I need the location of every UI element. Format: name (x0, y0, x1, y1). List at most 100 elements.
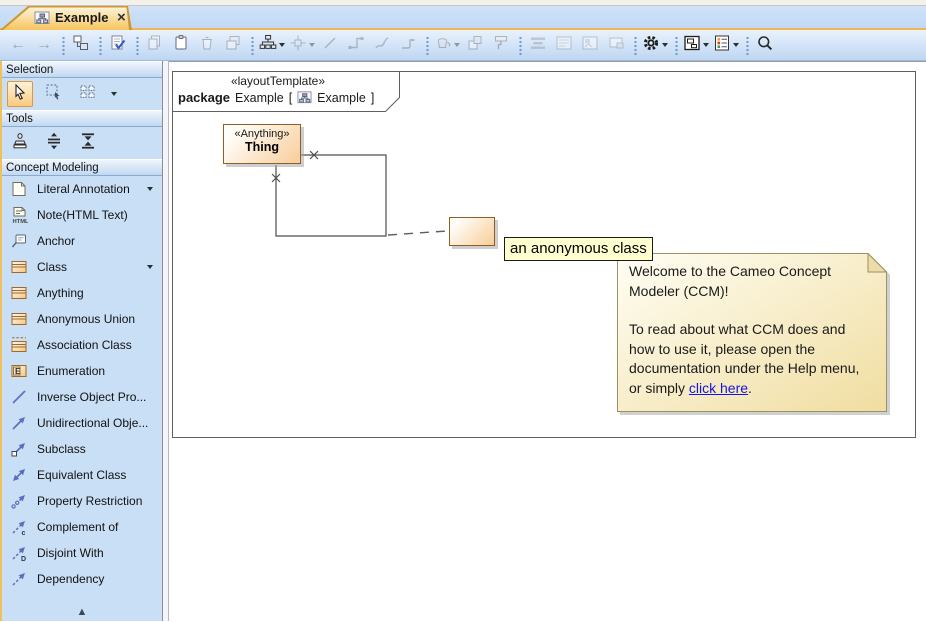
options-gear-button[interactable] (640, 33, 670, 57)
anonymous-class-label[interactable]: an anonymous class (504, 237, 653, 261)
palette-item-anything[interactable]: Anything (2, 280, 162, 306)
diagram-canvas[interactable]: «layoutTemplate» package Example [ Examp… (169, 61, 926, 621)
palette-item-dependency[interactable]: Dependency (2, 566, 162, 592)
palette-item-inverse-object-property[interactable]: Inverse Object Pro... (2, 384, 162, 410)
frame-header[interactable]: «layoutTemplate» package Example [ Examp… (172, 71, 401, 112)
bring-to-front-button[interactable] (462, 33, 488, 57)
window-top-strip (0, 0, 926, 6)
vertical-shrink-tool-button[interactable] (75, 130, 101, 156)
property-restriction-icon (10, 492, 30, 510)
search-button[interactable] (752, 33, 778, 57)
paint-bucket-icon (434, 34, 452, 57)
dropdown-caret-icon[interactable] (147, 265, 153, 269)
toolbar-separator (97, 35, 102, 55)
palette-item-label: Enumeration (37, 364, 106, 378)
palette-item-unidirectional-object-property[interactable]: Unidirectional Obje... (2, 410, 162, 436)
palette-item-class[interactable]: Class (2, 254, 162, 280)
paste-button[interactable] (168, 33, 194, 57)
toolbar-separator (424, 35, 429, 55)
tab-close-icon[interactable]: × (117, 9, 126, 26)
anonymous-class-box[interactable] (449, 217, 495, 246)
palette-scroll-up-button[interactable]: ▲ (76, 606, 88, 618)
check-diagram-button[interactable] (105, 33, 131, 57)
rounded-path-icon (399, 34, 417, 57)
align-button[interactable] (525, 33, 551, 57)
palette-item-property-restriction[interactable]: Property Restriction (2, 488, 162, 514)
copy-button[interactable] (142, 33, 168, 57)
click-here-link[interactable]: click here (688, 379, 749, 396)
search-icon (756, 34, 774, 57)
palette-item-literal-annotation[interactable]: Literal Annotation (2, 176, 162, 202)
palette-item-subclass[interactable]: Subclass (2, 436, 162, 462)
thing-class-box[interactable]: «Anything» Thing (223, 124, 301, 164)
class-icon (10, 310, 30, 328)
palette-item-disjoint-with[interactable]: D Disjoint With (2, 540, 162, 566)
marquee-select-icon (45, 83, 63, 106)
svg-text:D: D (21, 556, 26, 562)
paste-icon (172, 34, 190, 57)
dropdown-caret-icon (279, 43, 285, 47)
group-select-button[interactable] (75, 81, 101, 107)
dropdown-caret-icon (662, 43, 668, 47)
format-painter-button[interactable] (488, 33, 514, 57)
vertical-shrink-icon (79, 132, 97, 155)
back-icon: ← (10, 36, 26, 53)
specification-icon (555, 34, 573, 57)
tab-title: Example (55, 10, 109, 25)
diagram-icon (34, 10, 50, 31)
clone-button[interactable] (220, 33, 246, 57)
frame-title-line: package Example [ Example ] (178, 90, 374, 105)
palette-item-complement-of[interactable]: c Complement of (2, 514, 162, 540)
palette-item-association-class[interactable]: Association Class (2, 332, 162, 358)
stamp-tool-button[interactable] (7, 130, 33, 156)
rectilinear-path-button[interactable] (343, 33, 369, 57)
anchor-icon (10, 232, 30, 250)
toolbar-separator (60, 35, 65, 55)
toolbar-separator (249, 35, 254, 55)
welcome-note[interactable]: Welcome to the Cameo Concept Modeler (CC… (617, 252, 888, 412)
legend-button[interactable] (711, 33, 741, 57)
delete-button[interactable] (194, 33, 220, 57)
bezier-path-button[interactable] (369, 33, 395, 57)
palette-item-anonymous-union[interactable]: Anonymous Union (2, 306, 162, 332)
rounded-path-button[interactable] (395, 33, 421, 57)
dropdown-caret-icon[interactable] (147, 187, 153, 191)
back-button[interactable]: ← (5, 33, 31, 57)
sidebar-splitter[interactable] (163, 61, 169, 621)
vertical-spacing-tool-button[interactable] (41, 130, 67, 156)
marquee-select-button[interactable] (41, 81, 67, 107)
layout-tree-button[interactable] (257, 33, 287, 57)
layout-tree-icon (259, 34, 277, 57)
align-icon (529, 34, 547, 57)
palette-item-label: Anything (37, 286, 84, 300)
palette-item-anchor[interactable]: Anchor (2, 228, 162, 254)
specification-button[interactable] (551, 33, 577, 57)
frame-header-shape (172, 71, 400, 112)
containment-tree-button[interactable] (68, 33, 94, 57)
image-button[interactable] (577, 33, 603, 57)
association-class-icon (10, 336, 30, 354)
window-button[interactable] (603, 33, 629, 57)
tab-example[interactable]: Example × (0, 6, 142, 30)
cursor-tool-button[interactable] (7, 81, 33, 107)
palette-item-enumeration[interactable]: E Enumeration (2, 358, 162, 384)
toolbar-separator (134, 35, 139, 55)
dropdown-caret-icon[interactable] (111, 92, 117, 96)
oblique-path-icon (321, 34, 339, 57)
enumeration-icon: E (10, 362, 30, 380)
oblique-path-button[interactable] (317, 33, 343, 57)
diagram-layout-button[interactable] (681, 33, 711, 57)
palette-item-note-html[interactable]: HTML Note(HTML Text) (2, 202, 162, 228)
fill-color-button[interactable] (432, 33, 462, 57)
tools-row (2, 127, 162, 159)
palette-item-equivalent-class[interactable]: Equivalent Class (2, 462, 162, 488)
quick-layout-button[interactable] (287, 33, 317, 57)
package-frame (172, 71, 916, 438)
dropdown-caret-icon (309, 43, 315, 47)
note-shape (617, 252, 888, 412)
trash-icon (198, 34, 216, 57)
palette-item-label: Anonymous Union (37, 312, 136, 326)
palette-item-label: Equivalent Class (37, 468, 127, 482)
forward-button[interactable]: → (31, 33, 57, 57)
tool-palette-sidebar: Selection Tools Concept Modeling Literal… (0, 61, 163, 621)
